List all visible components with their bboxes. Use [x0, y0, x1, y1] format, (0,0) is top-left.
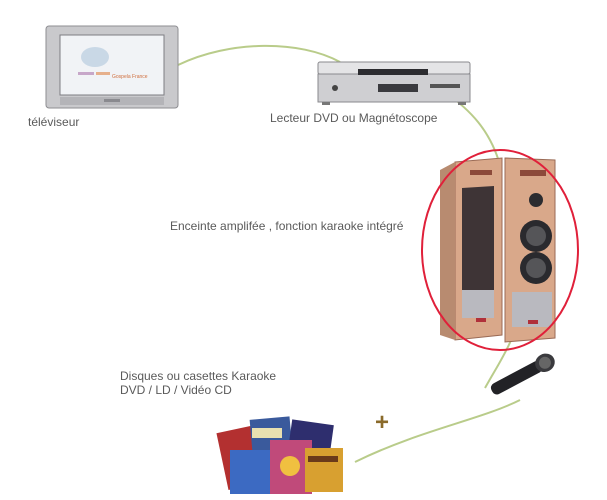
cable-dvd-to-speaker	[444, 91, 501, 166]
speaker-label: Enceinte amplifée , fonction karaoke int…	[170, 219, 404, 233]
dvd-player-image	[317, 61, 471, 105]
discs-label-line1: Disques ou casettes Karaoke	[120, 369, 277, 383]
television-image	[45, 25, 179, 109]
dvd-label: Lecteur DVD ou Magnétoscope	[270, 111, 438, 125]
tv-screen-logo: Gospela France	[112, 74, 148, 80]
microphone-image	[490, 353, 555, 395]
cable-speaker-to-mic	[484, 337, 513, 389]
discs-label-line2: DVD / LD / Vidéo CD	[120, 383, 232, 397]
cable-discs	[354, 399, 521, 463]
karaoke-discs-image	[216, 416, 343, 494]
cable-tv-to-dvd	[177, 44, 341, 66]
plus-sign: +	[375, 409, 390, 436]
amplified-speakers-image	[440, 157, 556, 343]
tv-label: téléviseur	[28, 115, 80, 129]
speaker-highlight-circle	[421, 149, 579, 351]
